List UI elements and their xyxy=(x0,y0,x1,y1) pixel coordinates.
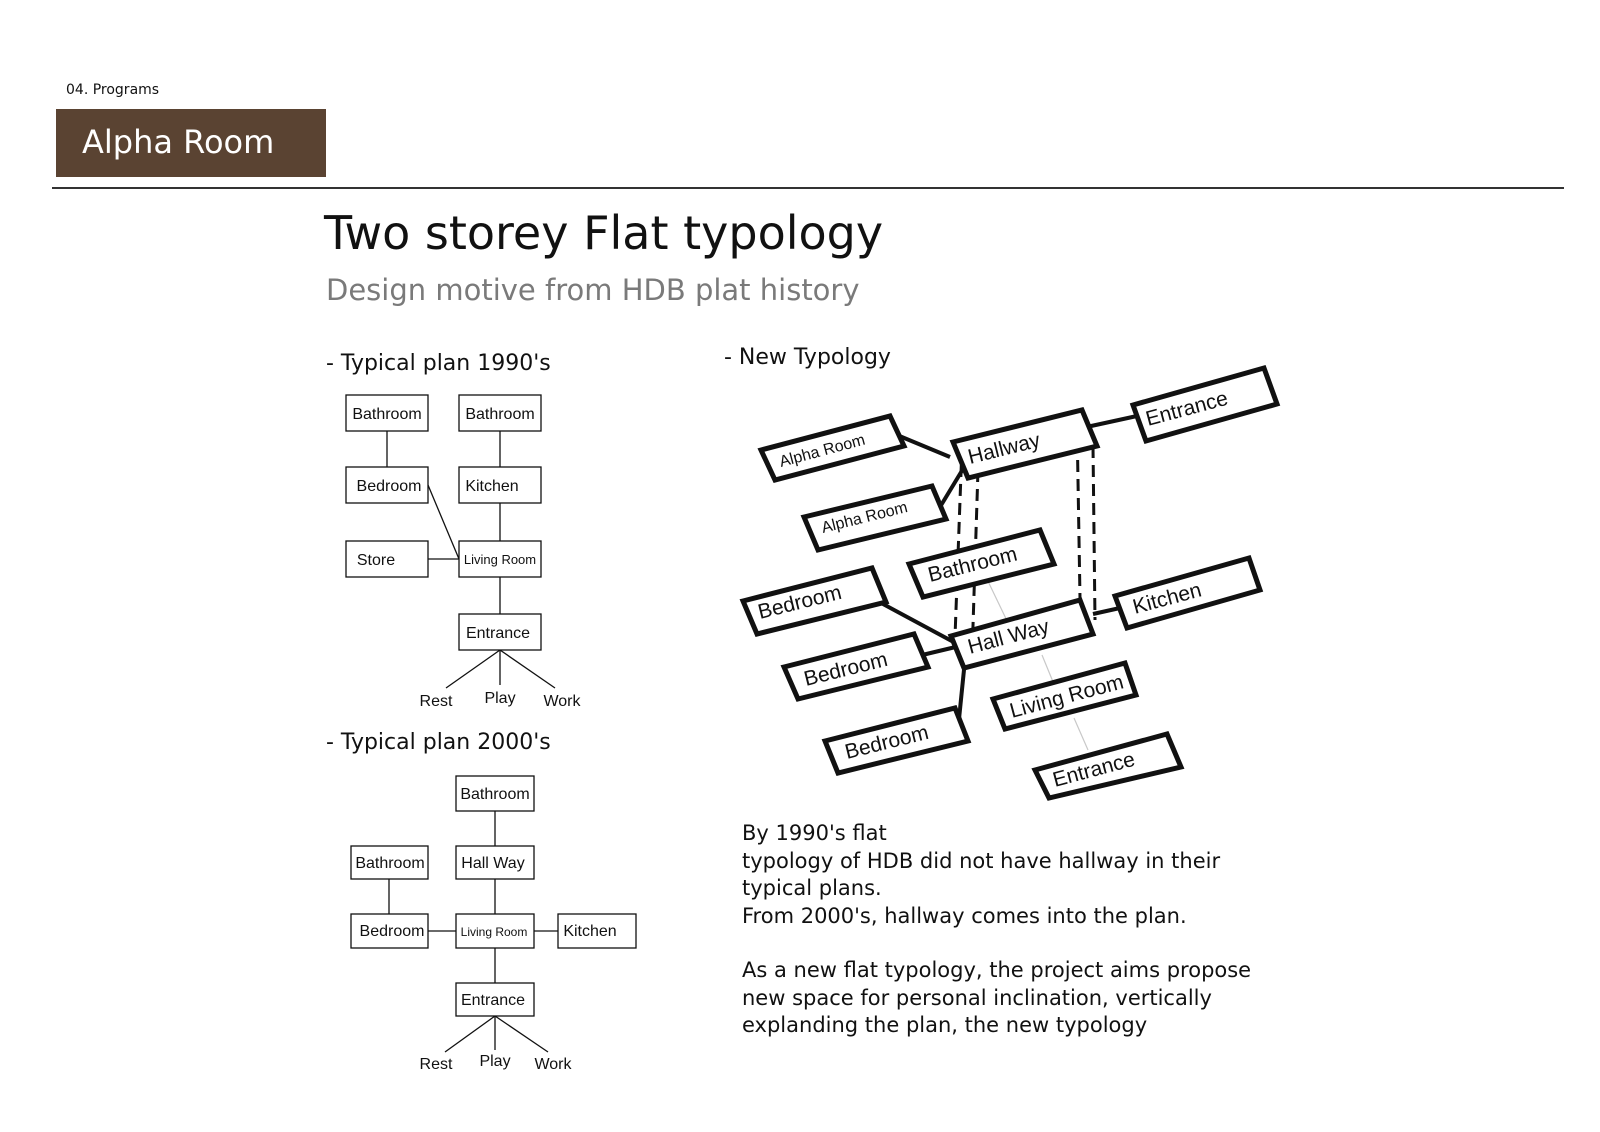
node-2000-kitchen: Kitchen xyxy=(563,923,616,940)
leaf-2000-play: Play xyxy=(479,1053,510,1070)
header-divider xyxy=(52,187,1564,189)
node-1990-store: Store xyxy=(357,552,395,569)
node-1990-bathroom-b: Bathroom xyxy=(465,406,534,423)
node-2000-bathroom-top: Bathroom xyxy=(460,786,529,803)
desc-line: By 1990's flat xyxy=(742,821,887,845)
plan-1990-heading: - Typical plan 1990's xyxy=(326,351,551,376)
node-1990-bathroom-a: Bathroom xyxy=(352,406,421,423)
leaf-2000-rest: Rest xyxy=(420,1056,453,1073)
plan-2000-heading: - Typical plan 2000's xyxy=(326,730,551,755)
desc-line: explanding the plan, the new typology xyxy=(742,1013,1148,1037)
node-1990-kitchen: Kitchen xyxy=(465,478,518,495)
page-title: Alpha Room xyxy=(82,123,275,161)
node-1990-entrance: Entrance xyxy=(466,625,530,642)
desc-line: From 2000's, hallway comes into the plan… xyxy=(742,903,1187,928)
leaf-1990-play: Play xyxy=(484,690,515,707)
main-title: Two storey Flat typology xyxy=(324,206,884,260)
node-2000-hallway: Hall Way xyxy=(461,855,524,872)
leaf-1990-rest: Rest xyxy=(420,693,453,710)
node-1990-bedroom: Bedroom xyxy=(357,478,422,495)
sub-title: Design motive from HDB plat history xyxy=(326,273,860,307)
node-2000-living: Living Room xyxy=(461,925,528,939)
page-title-box: Alpha Room xyxy=(56,109,326,177)
plan-1990: - Typical plan 1990's Bathroom Bathroom … xyxy=(326,351,582,710)
new-typology: - New Typology xyxy=(724,345,1281,801)
desc-line: typology of HDB did not have hallway in … xyxy=(742,848,1221,873)
node-2000-bedroom: Bedroom xyxy=(360,923,425,940)
plan-2000: - Typical plan 2000's Bathroom Bathroom … xyxy=(326,730,637,1073)
node-2000-bathroom-left: Bathroom xyxy=(355,855,424,872)
node-1990-living: Living Room xyxy=(464,552,536,567)
leaf-1990-work: Work xyxy=(543,693,581,710)
section-label: 04. Programs xyxy=(66,82,160,98)
leaf-2000-work: Work xyxy=(534,1056,572,1073)
node-2000-entrance: Entrance xyxy=(461,992,525,1009)
desc-line: As a new flat typology, the project aims… xyxy=(742,958,1252,982)
desc-line: new space for personal inclination, vert… xyxy=(742,985,1212,1010)
new-typology-heading: - New Typology xyxy=(724,345,891,370)
desc-line: typical plans. xyxy=(742,876,882,900)
description: By 1990's flat typology of HDB did not h… xyxy=(742,820,1302,1040)
